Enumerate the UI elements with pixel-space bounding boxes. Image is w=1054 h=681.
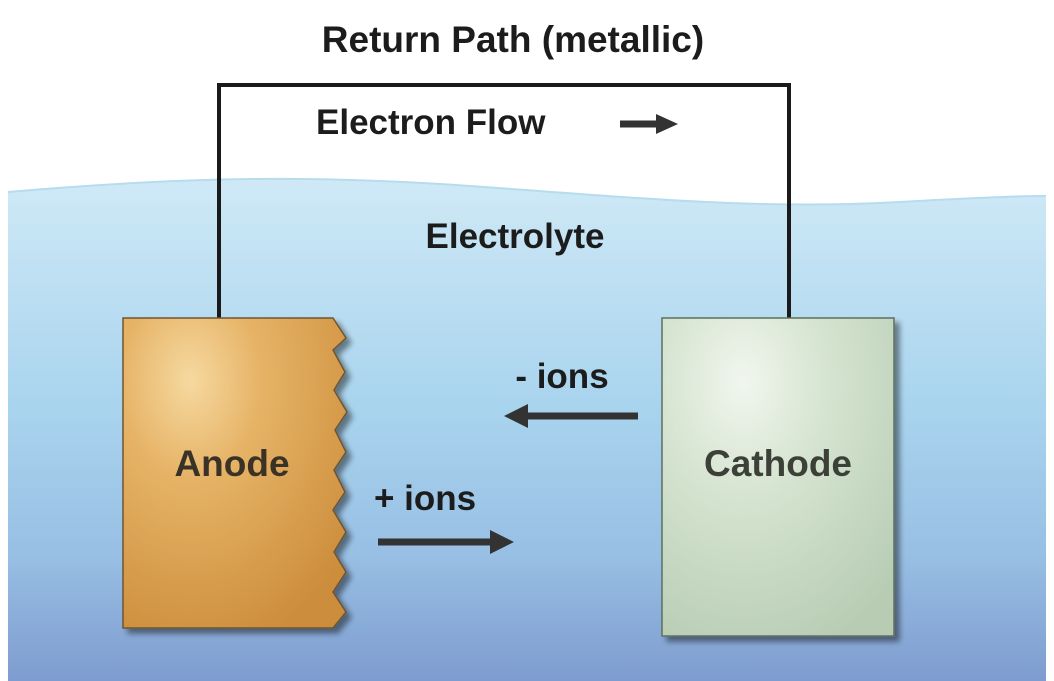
electrolyte-label: Electrolyte	[426, 217, 605, 256]
cathode-label: Cathode	[704, 443, 852, 484]
cathode-electrode	[661, 317, 895, 637]
anode-electrode	[122, 317, 348, 629]
negative-ions-arrow	[504, 404, 638, 428]
positive-ions-label: + ions	[374, 479, 476, 518]
water-surface-line	[7, 177, 1047, 206]
positive-ions-arrow	[378, 530, 514, 554]
negative-ions-label: - ions	[515, 357, 608, 396]
anode-label: Anode	[174, 443, 289, 484]
return-path-title: Return Path (metallic)	[322, 19, 704, 60]
electron-flow-arrow	[620, 114, 678, 134]
electron-flow-label: Electron Flow	[316, 103, 546, 142]
return-path-wire	[217, 83, 791, 318]
